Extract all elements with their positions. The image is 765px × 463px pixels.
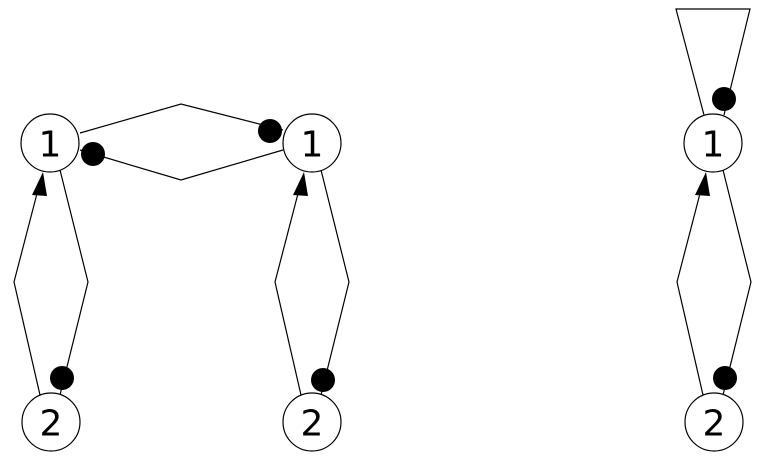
edge-right-loop-return xyxy=(713,169,752,396)
edge-middle-loop xyxy=(274,172,308,396)
arrowhead xyxy=(695,172,710,196)
node-middle-top: 1 xyxy=(282,113,342,173)
node-label: 1 xyxy=(39,125,62,166)
inhibition-dot xyxy=(258,119,282,143)
node-label: 2 xyxy=(40,404,63,445)
edge-right-self-loop xyxy=(675,8,751,116)
edge-left-loop xyxy=(13,172,47,396)
node-middle-bottom: 2 xyxy=(282,392,342,452)
edge-top-link-upper xyxy=(79,103,284,143)
inhibition-dot xyxy=(713,366,737,390)
node-left-bottom: 2 xyxy=(21,392,81,452)
inhibition-dot xyxy=(712,87,736,111)
edge-middle-loop-return xyxy=(311,169,350,396)
node-label: 2 xyxy=(703,404,726,445)
node-left-top: 1 xyxy=(20,113,80,173)
node-label: 2 xyxy=(301,404,324,445)
inhibition-dot xyxy=(81,142,105,166)
arrowhead xyxy=(32,172,47,196)
edge-top-link-lower xyxy=(79,142,284,181)
inhibition-dot xyxy=(50,366,74,390)
edge-left-loop-return xyxy=(50,169,89,396)
node-label: 1 xyxy=(702,125,725,166)
node-label: 1 xyxy=(301,125,324,166)
node-right-bottom: 2 xyxy=(684,392,744,452)
edge-right-loop xyxy=(676,172,710,396)
inhibition-dot xyxy=(311,368,335,392)
arrowhead xyxy=(293,172,308,196)
node-right-top: 1 xyxy=(683,113,743,173)
